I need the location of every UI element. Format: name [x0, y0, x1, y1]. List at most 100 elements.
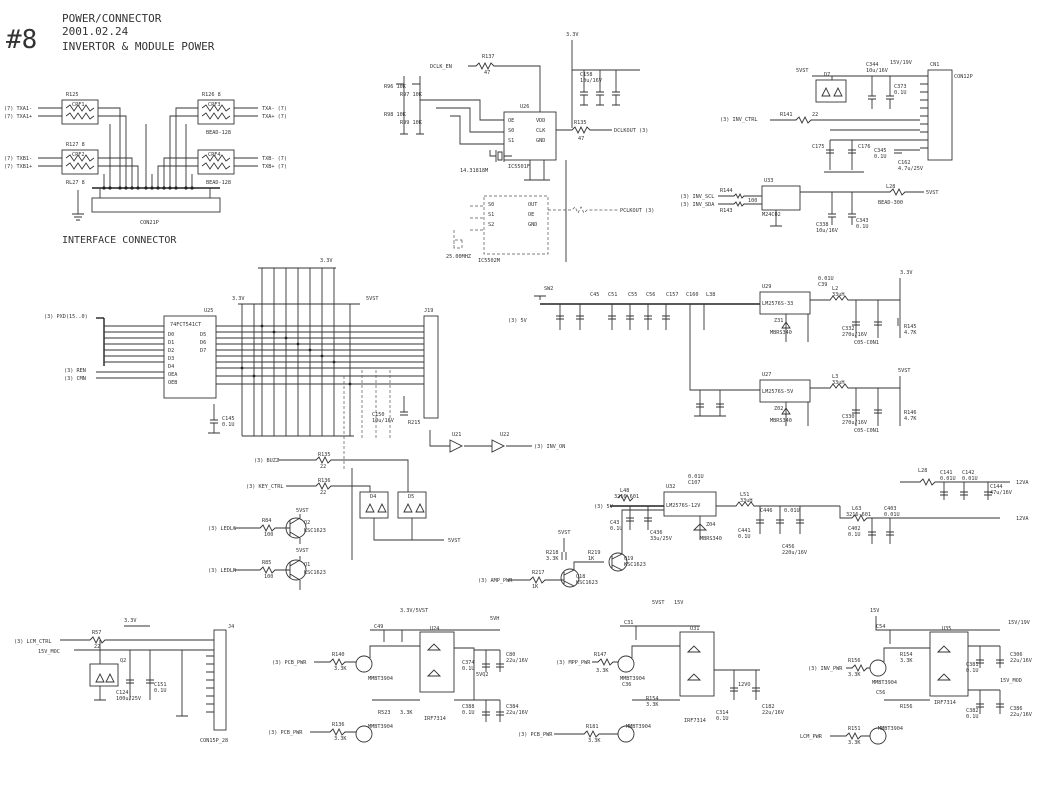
ref-u25: U25: [204, 308, 213, 314]
inv-rail-5vst: 5VST: [796, 68, 809, 74]
part-u25: 74FCT541CT: [170, 322, 201, 328]
pin-sub-s1: S1: [488, 212, 494, 218]
net-ledlg: (3) LEDLG: [208, 526, 236, 532]
ref-c456: C456: [782, 544, 795, 550]
val-c345: 0.1U: [874, 154, 887, 160]
net-inv-sda: (3) INV_SDA: [680, 202, 715, 208]
ref-r140: R140: [332, 652, 345, 658]
net-inv-ctrl: (3) INV_CTRL: [720, 117, 757, 123]
transistor-sw2-a: [617, 655, 635, 673]
ref-cpf4: CPF4: [208, 152, 221, 158]
ref-u21: U21: [452, 432, 461, 438]
ref-u24: U24: [430, 626, 439, 632]
ref-c175: C175: [812, 144, 825, 150]
buf-rail-top: 3.3V: [320, 258, 333, 264]
sheet-number: #8: [6, 25, 37, 55]
val-c151: 0.1U: [154, 688, 167, 694]
ref-l28: L28: [886, 184, 895, 190]
transistor-q19: [608, 552, 628, 572]
buf-rail: 3.3V: [232, 296, 245, 302]
ref-c330: C330: [842, 414, 855, 420]
pin-clk: CLK: [536, 128, 546, 134]
val-c43: 0.1U: [610, 526, 623, 532]
val-r217: 1K: [532, 584, 539, 590]
regulator-u29: [759, 291, 811, 315]
val-c374: 0.1U: [462, 666, 475, 672]
title-line-2: 2001.02.24: [62, 25, 129, 38]
ref-l28-12v: L28: [918, 468, 927, 474]
ref-r147: R147: [594, 652, 607, 658]
part-u33: M24C02: [762, 212, 781, 218]
ref-c56: C56: [646, 292, 655, 298]
val-c162: 4.7u/25V: [898, 166, 923, 172]
buffer-block: (3) PXD(15..0) U25 74FCT541CT D0 D1 D2 D…: [44, 258, 565, 470]
net-dclk-en: DCLK_EN: [430, 64, 452, 70]
sw2-rail2: 15V: [674, 600, 683, 606]
val-r141: 22: [812, 112, 818, 118]
ref-c176: C176: [858, 144, 871, 150]
sw1-net-a: (3) PCB_PWR: [272, 660, 307, 666]
ref-r84: R84: [262, 518, 271, 524]
ref-c160: C160: [686, 292, 699, 298]
val-r219: 1K: [588, 556, 595, 562]
part-d-3: MBRS340: [700, 536, 722, 542]
ref-c162: C162: [898, 160, 911, 166]
ref-r127: R127 8: [66, 142, 85, 148]
common-mode-filter-cpf4: [197, 149, 235, 175]
interface-connector-body: [91, 197, 221, 213]
pin-u25-d1: D1: [168, 340, 174, 346]
net-pxd-bus: (3) PXD(15..0): [44, 314, 88, 320]
regulator-3v3-5v-block: (3) 5V SW2 C45 C51 C55 C56 C157 C160 L38…: [508, 270, 917, 434]
val-c456: 220u/16V: [782, 550, 807, 556]
part-sw3-q-b: MMBT3904: [878, 726, 903, 732]
val-c403: 0.01U: [884, 512, 900, 518]
net-key-ctrl: (3) KEY_CTRL: [246, 484, 283, 490]
ref-r217: R217: [532, 570, 545, 576]
net-15v-moc: 15V_MOC: [38, 649, 60, 655]
ref-u32: U32: [666, 484, 675, 490]
ref-l3: L3: [832, 374, 838, 380]
ref-r98: R98 10K: [384, 112, 407, 118]
net-txa1-plus: (7) TXA1+: [4, 114, 32, 120]
reg12-rail-5vst: 5VST: [558, 530, 571, 536]
ref-c386: C386: [1010, 706, 1023, 712]
ref-u27: U27: [762, 372, 771, 378]
ref-l51: L51: [740, 492, 749, 498]
part-sw2-q-b: MMBT3904: [626, 724, 651, 730]
ref-d4: D4: [370, 494, 376, 500]
val-c344: 10u/16V: [866, 68, 888, 74]
net-pclkout: PCLKOUT (3): [620, 208, 654, 214]
ref-q2-lcm: Q2: [120, 658, 126, 664]
val-r135-clk: 47: [578, 136, 584, 142]
ref-bead-top: BEAD-128: [206, 130, 231, 136]
ref-cn1: CN1: [930, 62, 939, 68]
ref-c306: C306: [1010, 652, 1023, 658]
net-txa-minus: TXA- (7): [262, 106, 287, 112]
part-q2: KSC1623: [304, 528, 326, 534]
val-l48: 3216-601: [614, 494, 639, 500]
pin-u25-d6: D6: [200, 340, 206, 346]
ref-q1: Q1: [304, 562, 310, 568]
val-l28: BEAD-300: [878, 200, 903, 206]
ref-c150: C150: [372, 412, 385, 418]
pin-sub-gnd: GND: [528, 222, 537, 228]
ref-c80: C80: [506, 652, 515, 658]
ref-crystal-2: 25.00MHZ: [446, 254, 471, 260]
val-c343: 0.1U: [856, 224, 869, 230]
reg-out-5vst: 5VST: [898, 368, 911, 374]
ref-q2: Q2: [304, 520, 310, 526]
pin-vdd: VDD: [536, 118, 545, 124]
ref-r154-sw3: R154: [900, 652, 913, 658]
val-r137: 47: [484, 70, 490, 76]
net-dclkout: DCLKOUT (3): [614, 128, 648, 134]
ref-r141: R141: [780, 112, 793, 118]
ref-c54: C54: [876, 624, 885, 630]
ref-con15p: CON15P_28: [200, 738, 228, 744]
val-c306: 22u/16V: [1010, 658, 1032, 664]
val-r145: 4.7K: [904, 330, 917, 336]
ref-u22: U22: [500, 432, 509, 438]
part-u29: LM2576S-33: [762, 301, 793, 307]
ref-q19: Q19: [624, 556, 633, 562]
part-u35: IRF7314: [934, 700, 956, 706]
